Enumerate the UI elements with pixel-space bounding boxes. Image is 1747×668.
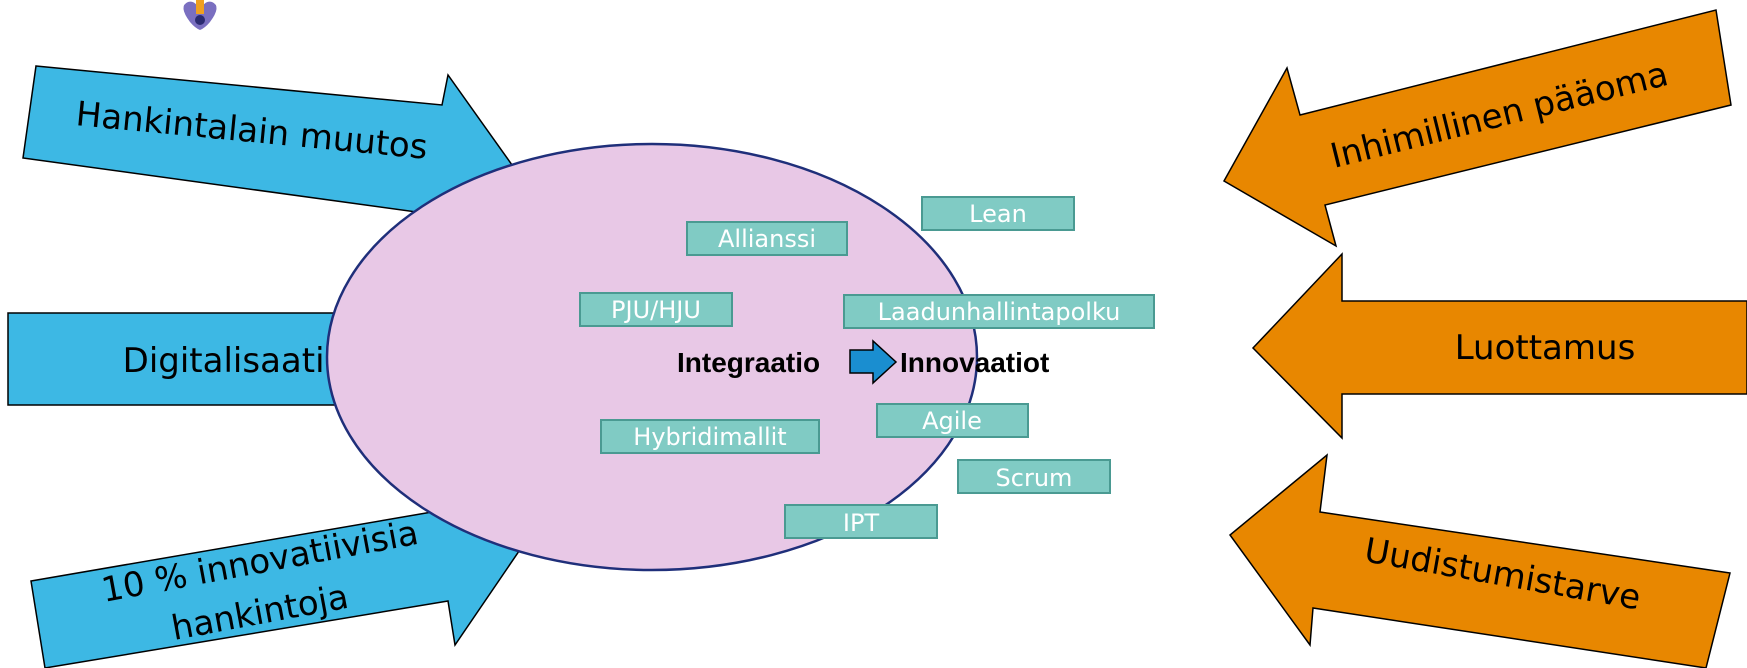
logo-icon	[183, 0, 217, 31]
method-tag-lean-label: Lean	[969, 200, 1027, 228]
method-tag-pju-hju-label: PJU/HJU	[611, 296, 701, 324]
method-tag-allianssi-label: Allianssi	[718, 225, 816, 253]
core-to-label: Innovaatiot	[900, 347, 1049, 378]
right-arrow-luottamus: Luottamus	[1251, 252, 1747, 440]
method-tag-allianssi: Allianssi	[686, 221, 848, 256]
right-arrow-inhimillinen: Inhimillinen pääoma	[1222, 9, 1732, 248]
method-tag-pju-hju: PJU/HJU	[579, 292, 733, 327]
left-arrow-hankintalain: Hankintalain muutos	[22, 65, 524, 254]
method-tag-agile-label: Agile	[922, 407, 982, 435]
method-tag-scrum: Scrum	[957, 459, 1111, 494]
method-tag-hybridimallit-label: Hybridimallit	[633, 423, 786, 451]
method-tag-hybridimallit: Hybridimallit	[600, 419, 820, 454]
method-tag-ipt: IPT	[784, 504, 938, 539]
method-tag-scrum-label: Scrum	[996, 464, 1073, 492]
core-arrow-icon	[849, 339, 898, 385]
method-tag-ipt-label: IPT	[843, 509, 880, 537]
method-tag-laadunhallintapolku: Laadunhallintapolku	[843, 294, 1155, 329]
core-from-label: Integraatio	[677, 347, 820, 378]
left-arrow-digitalisaatio-label: Digitalisaatio	[123, 341, 346, 381]
method-tag-agile: Agile	[876, 403, 1029, 438]
right-arrow-uudistumistarve: Uudistumistarve	[1228, 453, 1731, 668]
method-tag-lean: Lean	[921, 196, 1075, 231]
method-tag-laadunhallintapolku-label: Laadunhallintapolku	[878, 298, 1121, 326]
right-arrow-luottamus-label: Luottamus	[1455, 328, 1636, 368]
